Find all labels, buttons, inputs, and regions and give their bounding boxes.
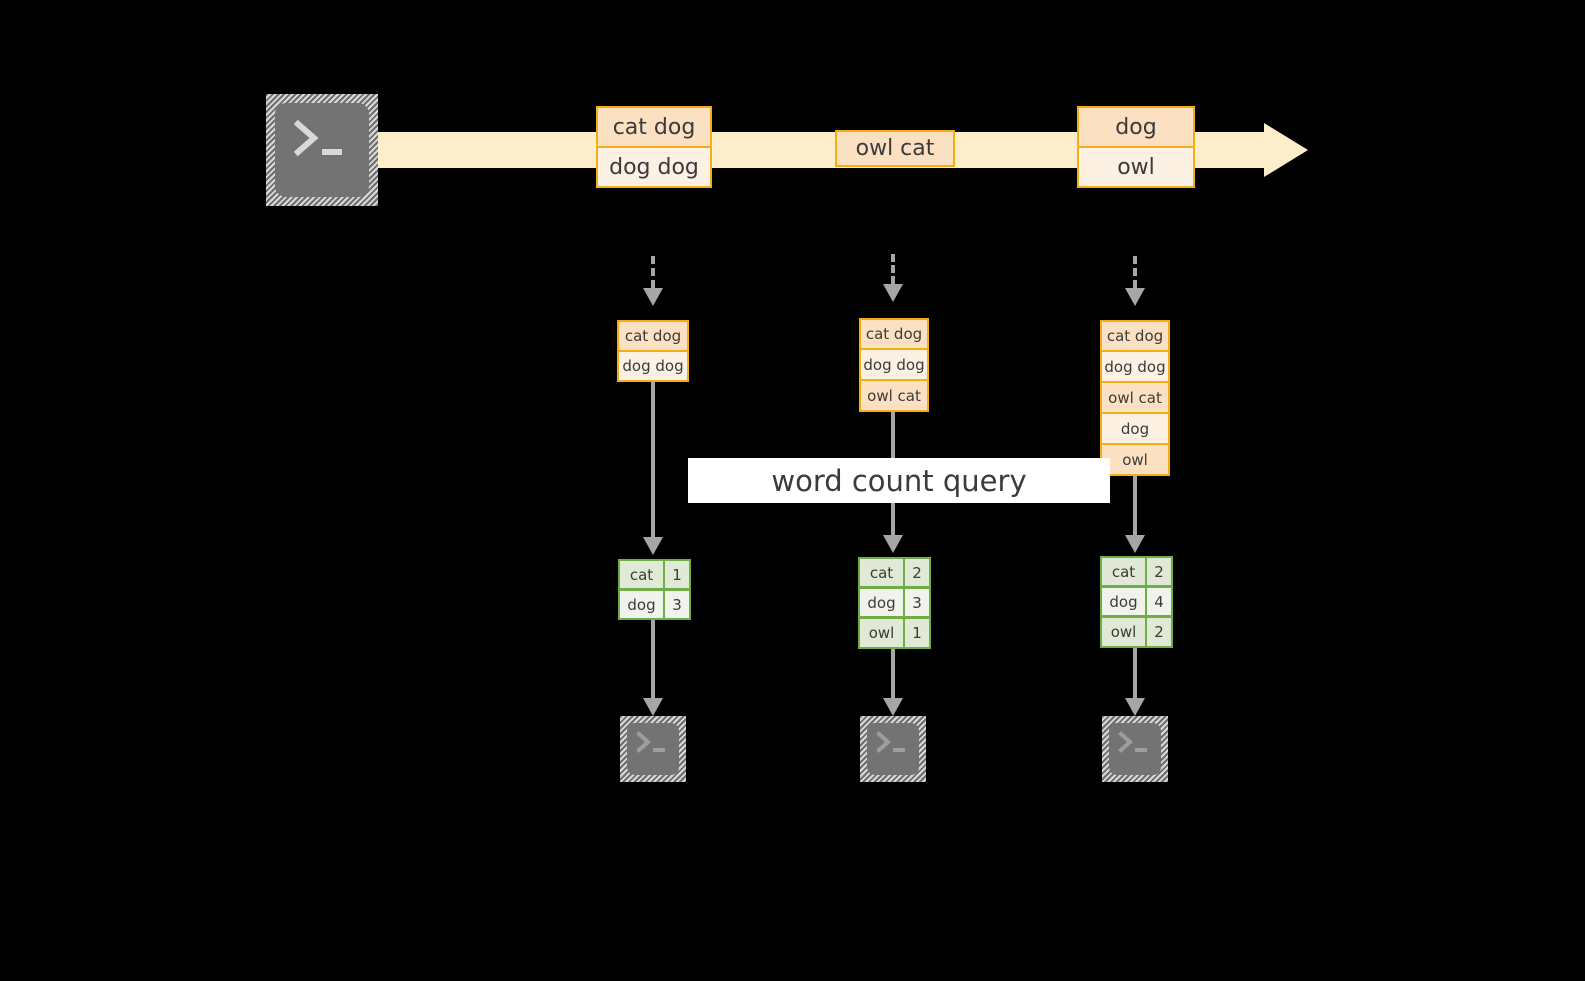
result-cell-word: cat xyxy=(858,557,905,588)
state-to-result-connector xyxy=(651,382,655,537)
stream-to-state-arrowhead xyxy=(643,288,663,306)
state-row: cat dog xyxy=(859,318,929,349)
stream-to-state-arrowhead xyxy=(1125,288,1145,306)
source-terminal-icon[interactable] xyxy=(266,94,378,206)
sink-terminal-icon[interactable] xyxy=(1102,716,1168,782)
result-cell-count: 1 xyxy=(663,559,691,590)
state-to-result-arrowhead xyxy=(883,535,903,553)
terminal-prompt-icon xyxy=(1118,731,1147,753)
state-row: dog dog xyxy=(1100,351,1170,382)
result-to-sink-connector xyxy=(891,649,895,698)
result-to-sink-arrowhead xyxy=(1125,698,1145,716)
state-to-result-arrowhead xyxy=(643,537,663,555)
stream-event: dog dog xyxy=(596,147,712,188)
state-row: cat dog xyxy=(617,320,689,351)
result-cell-count: 3 xyxy=(663,589,691,620)
sink-terminal-icon[interactable] xyxy=(860,716,926,782)
stream-event: owl xyxy=(1077,147,1195,188)
stream-to-state-connector xyxy=(891,254,895,284)
state-row: owl cat xyxy=(1100,382,1170,413)
result-to-sink-connector xyxy=(1133,648,1137,698)
state-row: owl cat xyxy=(859,380,929,412)
sink-terminal-icon[interactable] xyxy=(620,716,686,782)
result-cell-word: dog xyxy=(858,587,905,618)
result-cell-word: cat xyxy=(1100,556,1147,587)
state-row: dog xyxy=(1100,413,1170,444)
state-row: dog dog xyxy=(859,349,929,380)
stream-to-state-connector xyxy=(1133,256,1137,288)
terminal-prompt-icon xyxy=(636,731,665,753)
state-to-result-connector xyxy=(1133,476,1137,535)
stream-event: owl cat xyxy=(835,130,955,167)
query-banner: word count query xyxy=(688,458,1110,503)
result-cell-word: dog xyxy=(1100,586,1147,617)
stream-event: dog xyxy=(1077,106,1195,147)
result-cell-word: dog xyxy=(618,589,665,620)
result-cell-word: owl xyxy=(1100,616,1147,648)
state-row: cat dog xyxy=(1100,320,1170,351)
terminal-prompt-icon xyxy=(876,731,905,753)
result-cell-count: 4 xyxy=(1145,586,1173,617)
state-row: owl xyxy=(1100,444,1170,476)
state-row: dog dog xyxy=(617,351,689,382)
stream-event: cat dog xyxy=(596,106,712,147)
result-cell-count: 1 xyxy=(903,617,931,649)
result-to-sink-connector xyxy=(651,620,655,698)
result-cell-word: owl xyxy=(858,617,905,649)
result-cell-word: cat xyxy=(618,559,665,590)
stream-to-state-arrowhead xyxy=(883,284,903,302)
terminal-prompt-icon xyxy=(293,119,342,157)
result-cell-count: 2 xyxy=(903,557,931,588)
result-to-sink-arrowhead xyxy=(643,698,663,716)
result-cell-count: 2 xyxy=(1145,616,1173,648)
result-to-sink-arrowhead xyxy=(883,698,903,716)
stream-arrowhead xyxy=(1264,123,1308,177)
state-to-result-arrowhead xyxy=(1125,535,1145,553)
result-cell-count: 2 xyxy=(1145,556,1173,587)
stream-to-state-connector xyxy=(651,256,655,288)
result-cell-count: 3 xyxy=(903,587,931,618)
